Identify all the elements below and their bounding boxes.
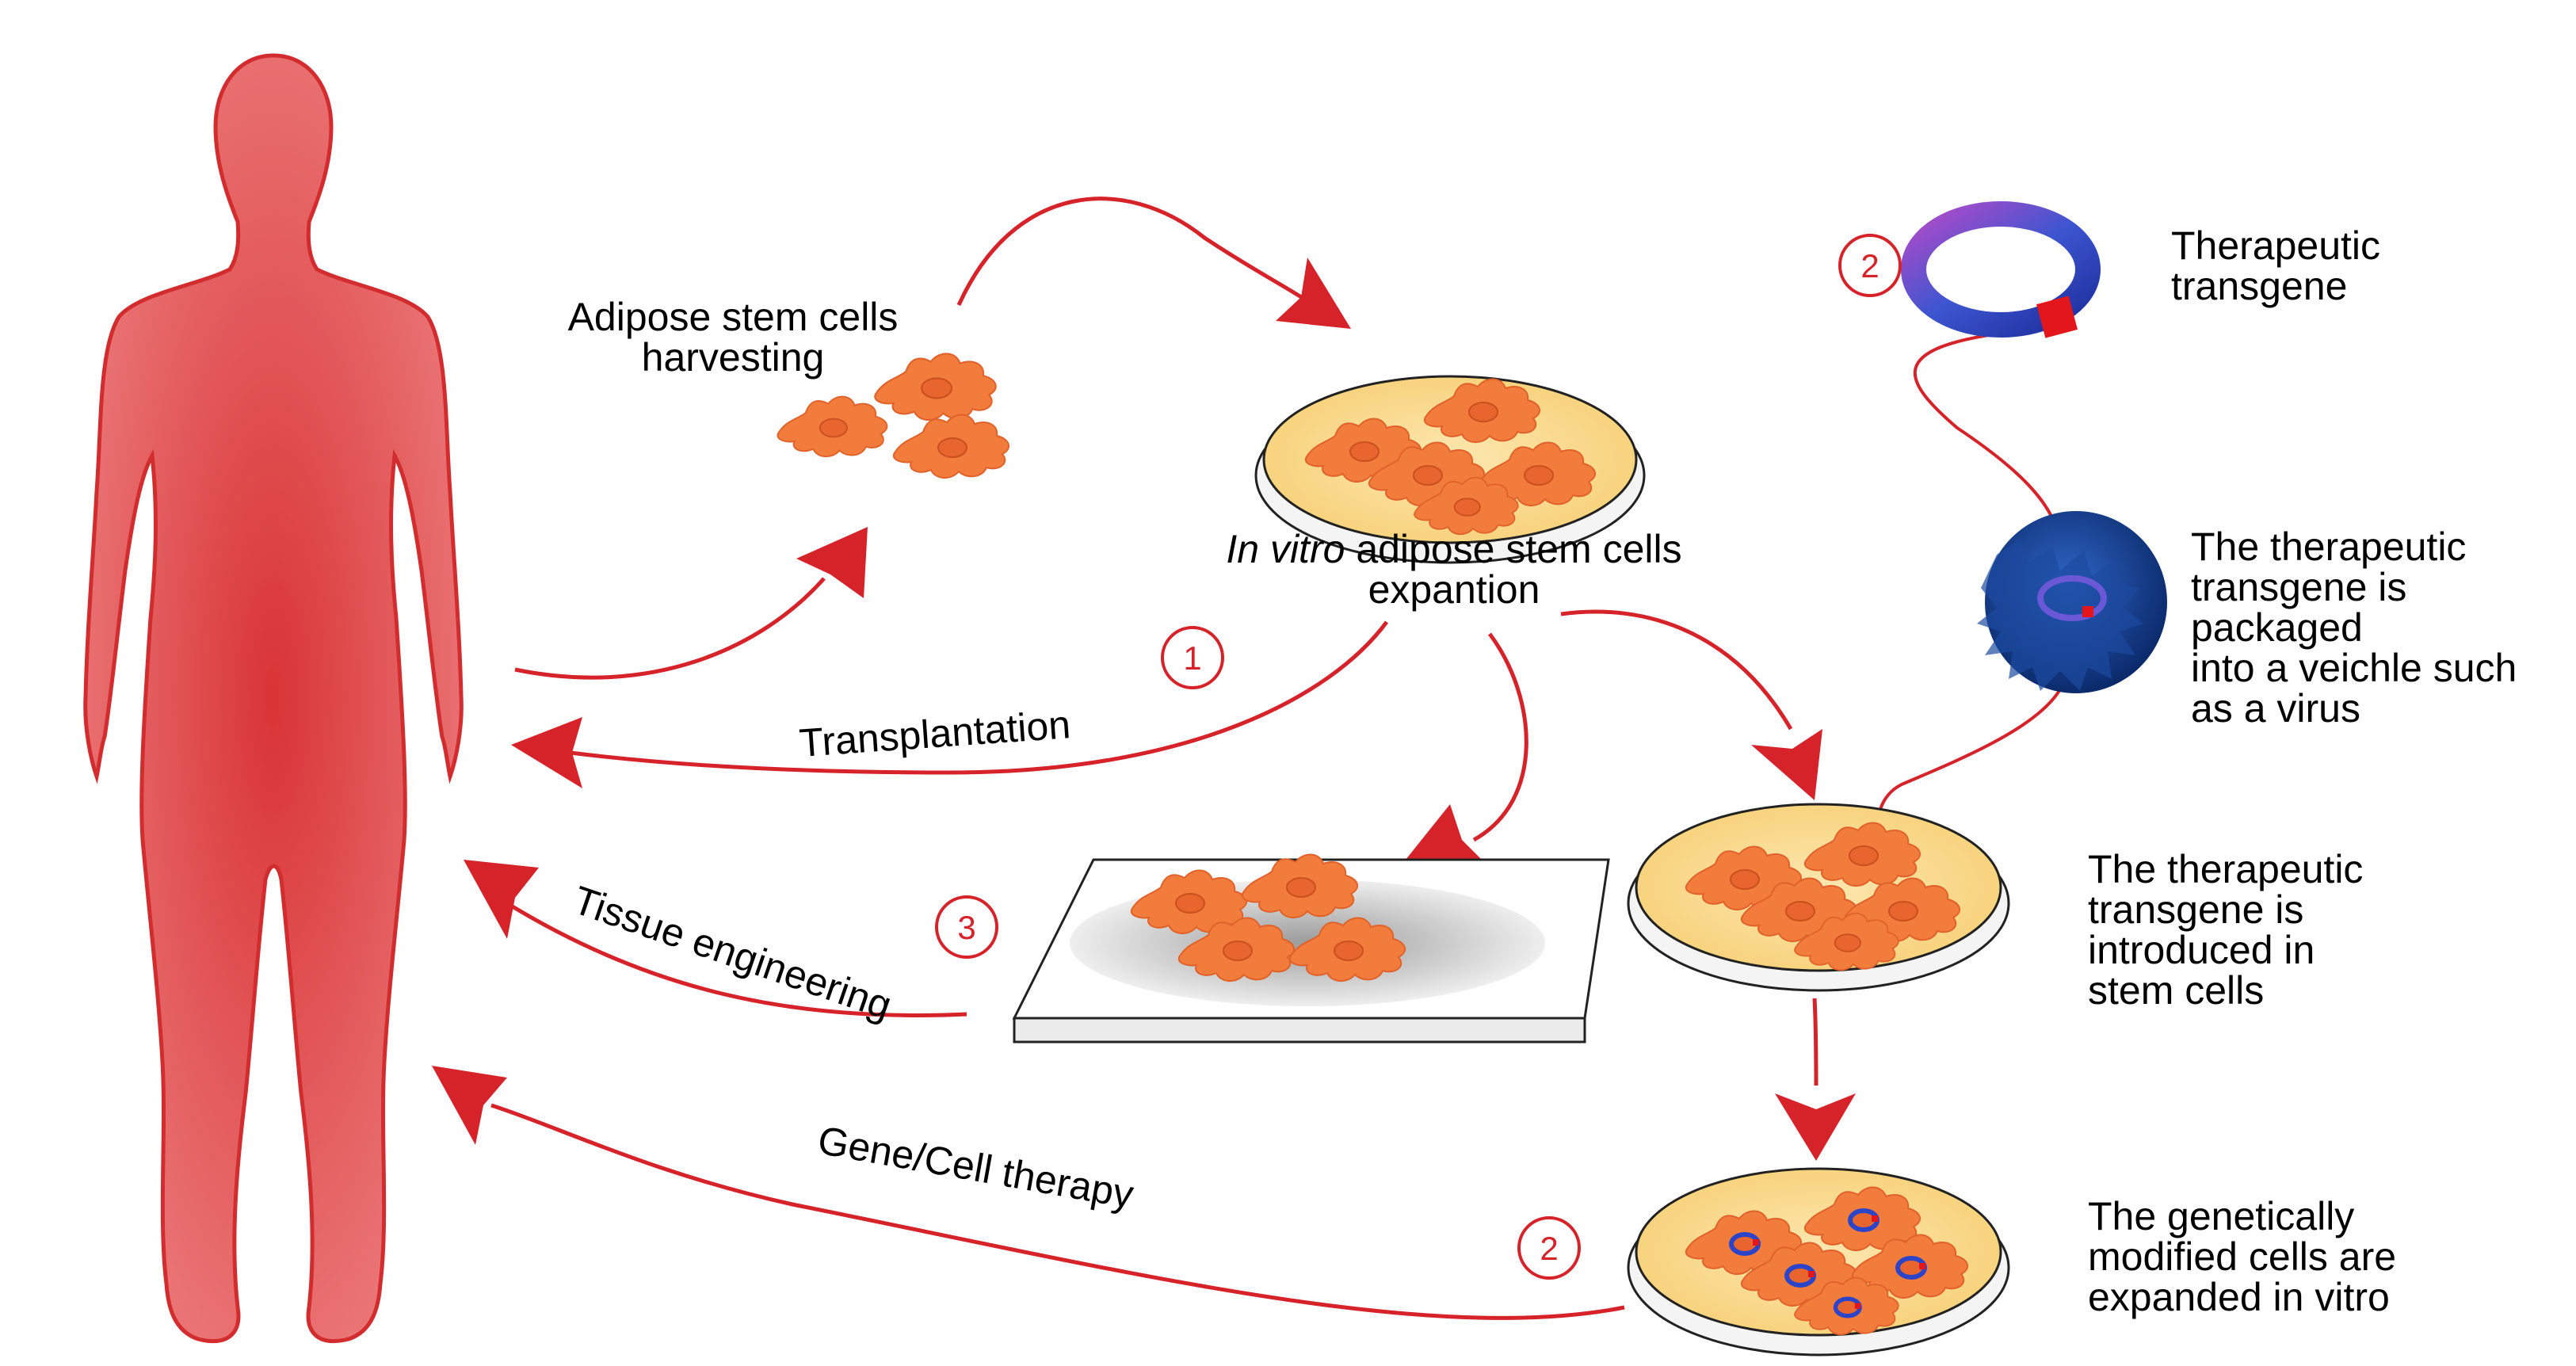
- label-gene-cell-therapy: Gene/Cell therapy: [815, 1118, 1137, 1217]
- human-body-silhouette: [83, 53, 464, 1344]
- step-circle-tissue-engineering: 3: [935, 895, 998, 959]
- arrow-body-to-harvest: [514, 577, 826, 680]
- step-circle-transplantation: 1: [1161, 626, 1224, 689]
- label-cells-expanded: The genetically modified cells are expan…: [2088, 1194, 2397, 1319]
- label-expansion-line2: expantion: [1368, 567, 1540, 612]
- arrow-transgene-to-modified: [1812, 998, 1818, 1086]
- step-number-3: 3: [957, 909, 975, 946]
- step-number-2-bottom: 2: [1540, 1230, 1558, 1267]
- arrow-dish-to-transgene-dish: [1560, 609, 1793, 731]
- step-circle-gene-therapy: 2: [1517, 1216, 1581, 1280]
- label-harvesting: Adipose stem cells harvesting: [567, 295, 899, 380]
- label-tissue-engineering: Tissue engineering: [567, 877, 897, 1028]
- arrowhead-tissue-engineering: [464, 860, 539, 939]
- scaffold-plate: [1012, 853, 1610, 1044]
- step-number-2-top: 2: [1860, 247, 1879, 284]
- arrowhead-transgene-to-modified: [1775, 1093, 1856, 1161]
- plasmid-ring: [1901, 201, 2101, 338]
- virus-particle: [1977, 511, 2167, 693]
- label-therapeutic-transgene: Therapeutic transgene: [2171, 223, 2381, 308]
- link-virus-to-dish: [1876, 688, 2062, 825]
- arrow-gene-cell-therapy: [490, 1103, 1625, 1320]
- label-transgene-introduced: The therapeutic transgene is introduced …: [2088, 847, 2364, 1013]
- arrowhead-dish-to-scaffold: [1402, 804, 1494, 872]
- arrowhead-dish-to-transgene-dish: [1751, 729, 1822, 800]
- label-in-vitro-expansion: In vitro adipose stem cells expantion: [1141, 529, 1767, 610]
- arrow-transplantation: [570, 620, 1389, 775]
- step-number-1: 1: [1183, 639, 1201, 677]
- link-plasmid-to-virus: [1913, 331, 2062, 540]
- arrowhead-transplantation: [511, 717, 582, 788]
- arrowhead-body-to-harvest: [796, 527, 868, 598]
- label-transplantation: Transplantation: [798, 702, 1072, 765]
- petri-dish-expansion: [1254, 375, 1646, 564]
- arrow-dish-to-scaffold: [1472, 632, 1528, 842]
- arrowhead-harvest-to-dish: [1276, 258, 1351, 329]
- label-expansion-rest: adipose stem cells: [1345, 527, 1682, 571]
- petri-dish-modified: [1627, 1167, 2010, 1356]
- arrow-harvest-to-dish: [956, 197, 1309, 307]
- label-in-vitro-italic: In vitro: [1226, 527, 1345, 571]
- step-circle-transgene: 2: [1838, 234, 1902, 297]
- arrowhead-gene-cell-therapy: [432, 1066, 507, 1145]
- petri-dish-transgene: [1627, 803, 2010, 992]
- label-packaged-virus: The therapeutic transgene is packaged in…: [2191, 525, 2517, 731]
- arrow-tissue-engineering: [506, 901, 967, 1017]
